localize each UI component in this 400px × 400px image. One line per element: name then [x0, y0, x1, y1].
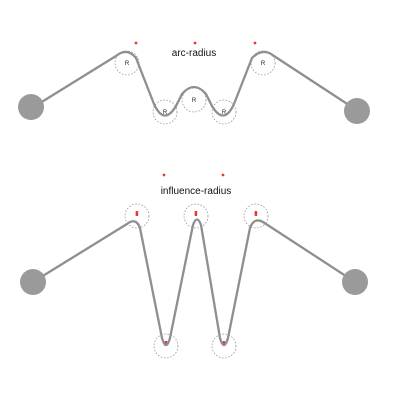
radius-label: R: [125, 61, 130, 67]
anchor-point-left: [18, 94, 44, 120]
control-point-dot: [162, 173, 166, 177]
pivot-marker: [194, 211, 198, 216]
arc-radius-example: arc-radius R R R R R: [18, 41, 370, 125]
arc-radius-circle: [152, 99, 178, 125]
arc-radius-circle: [250, 50, 276, 76]
control-point-dot: [193, 41, 197, 45]
influence-radius-circle: [153, 333, 179, 359]
anchor-point-right: [344, 98, 370, 124]
influence-radius-circle: [211, 333, 237, 359]
radius-label: R: [261, 61, 266, 67]
influence-radius-circle: [183, 203, 209, 229]
rope-path: [30, 50, 360, 117]
anchor-point-right: [342, 269, 368, 295]
pivot-marker: [135, 211, 139, 216]
arc-radius-circle: [181, 87, 207, 113]
influence-radius-circle: [243, 203, 269, 229]
radius-label: R: [222, 110, 227, 116]
control-point-dot: [253, 41, 257, 45]
control-point-dot: [134, 41, 138, 45]
influence-radius-circle: [124, 203, 150, 229]
control-point-dot: [221, 173, 225, 177]
influence-radius-example: influence-radius: [20, 173, 368, 359]
radius-label: R: [163, 110, 168, 116]
rope-path: [31, 218, 357, 347]
radius-label: R: [192, 98, 197, 104]
pivot-marker: [254, 211, 258, 216]
arc-radius-circle: [211, 99, 237, 125]
arc-radius-label: arc-radius: [172, 48, 216, 59]
influence-radius-label: influence-radius: [161, 186, 232, 197]
anchor-point-left: [20, 269, 46, 295]
